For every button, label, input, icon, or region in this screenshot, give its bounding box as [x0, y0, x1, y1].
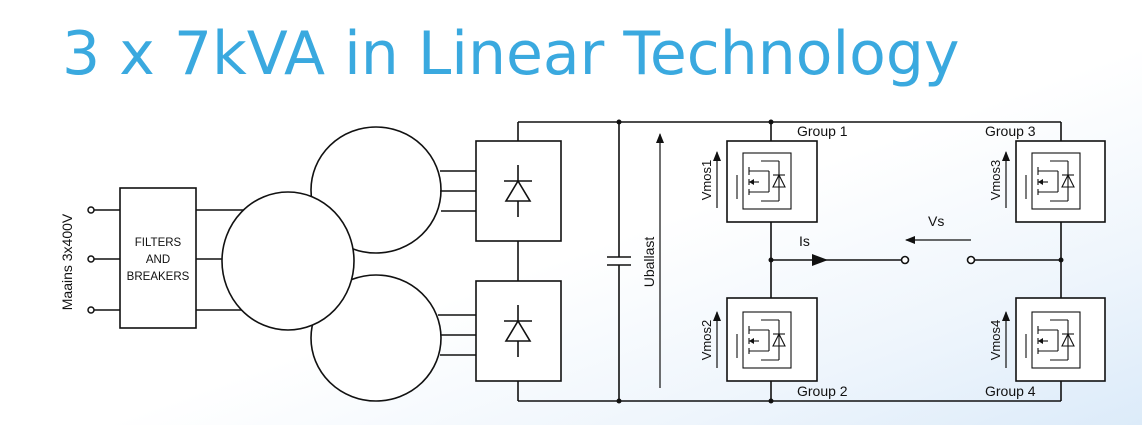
- group-4-label: Group 4: [985, 383, 1036, 399]
- vmos1-label: Vmos1: [699, 160, 714, 200]
- group-3-label: Group 3: [985, 123, 1036, 139]
- mosfet-group-3: [1015, 140, 1106, 223]
- vmos4-label: Vmos4: [988, 320, 1003, 360]
- transformer: [221, 126, 442, 402]
- group-2-label: Group 2: [797, 383, 848, 399]
- mains-label: Maains 3x400V: [59, 213, 75, 310]
- capacitor: [607, 122, 631, 401]
- filters-label-3: BREAKERS: [127, 271, 190, 283]
- slide-title: 3 x 7kVA in Linear Technology: [62, 19, 960, 89]
- output-terminals: [771, 254, 1061, 266]
- group-1-label: Group 1: [797, 123, 848, 139]
- filters-label-1: FILTERS: [135, 237, 182, 249]
- uballast-label: Uballast: [641, 237, 657, 288]
- mains-terminals: [87, 206, 120, 314]
- filters-label-2: AND: [146, 254, 170, 266]
- vs-label: Vs: [928, 213, 944, 229]
- is-label: Is: [799, 233, 810, 249]
- vmos3-label: Vmos3: [988, 160, 1003, 200]
- filters-breakers-box: [119, 187, 197, 329]
- vmos2-label: Vmos2: [699, 320, 714, 360]
